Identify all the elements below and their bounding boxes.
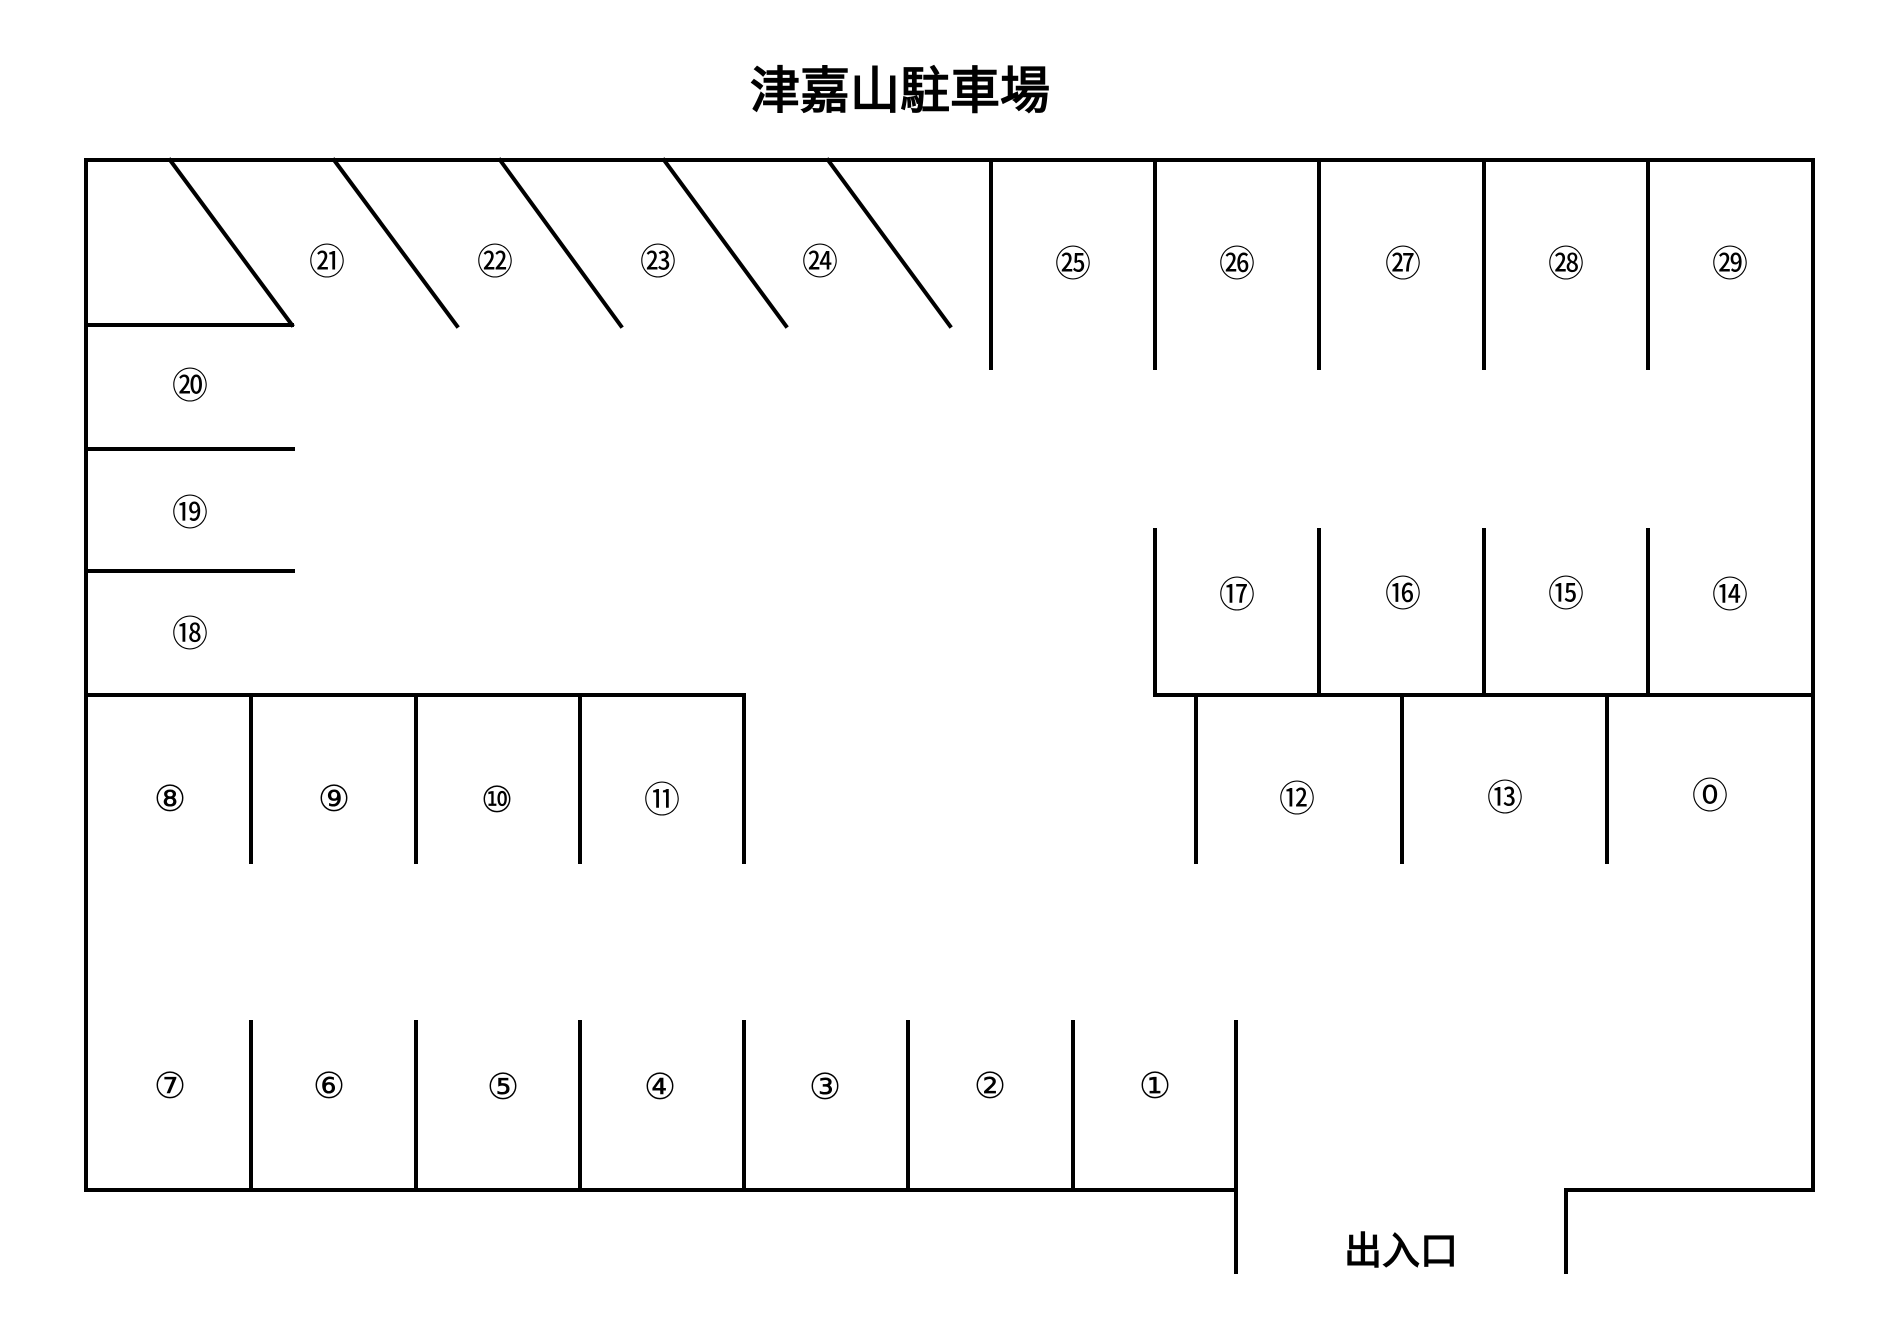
spot-15-label: ⑮ bbox=[1548, 574, 1584, 615]
stall-divider-diagonal-2 bbox=[331, 157, 460, 329]
spot-21-label: ㉑ bbox=[309, 242, 345, 283]
spot-19-label: ⑲ bbox=[172, 493, 208, 534]
stall-divider-diagonal-4 bbox=[661, 157, 789, 329]
spot-8-label: ⑧ bbox=[154, 779, 186, 820]
spot-23-label: ㉓ bbox=[640, 242, 676, 283]
spot-10-label: ⑩ bbox=[481, 780, 513, 821]
spot-16-label: ⑯ bbox=[1385, 574, 1421, 615]
spot-6-label: ⑥ bbox=[313, 1066, 345, 1107]
stall-divider-diagonal-1 bbox=[167, 157, 295, 328]
spot-4-label: ④ bbox=[644, 1067, 676, 1108]
spot-11-label: ⑪ bbox=[644, 780, 680, 821]
spot-13-label: ⑬ bbox=[1487, 778, 1523, 819]
spot-7-label: ⑦ bbox=[154, 1066, 186, 1107]
spot-28-label: ㉘ bbox=[1548, 244, 1584, 285]
stall-divider-diagonal-5 bbox=[825, 157, 953, 329]
spot-12-label: ⑫ bbox=[1279, 779, 1315, 820]
spot-5-label: ⑤ bbox=[487, 1067, 519, 1108]
spot-17-label: ⑰ bbox=[1219, 575, 1255, 616]
spot-9-label: ⑨ bbox=[318, 779, 350, 820]
spot-22-label: ㉒ bbox=[477, 242, 513, 283]
spot-2-label: ② bbox=[974, 1066, 1006, 1107]
spot-27-label: ㉗ bbox=[1385, 244, 1421, 285]
page-title: 津嘉山駐車場 bbox=[750, 62, 1050, 120]
spot-29-label: ㉙ bbox=[1712, 244, 1748, 285]
stall-divider-diagonal-3 bbox=[497, 157, 624, 329]
spot-26-label: ㉖ bbox=[1219, 244, 1255, 285]
lot-outline bbox=[84, 157, 1815, 1274]
spot-labels: ㉑ ㉒ ㉓ ㉔ ㉕ ㉖ ㉗ ㉘ ㉙ ⑳ ⑲ ⑱ ⑰ ⑯ ⑮ ⑭ ⑧ ⑨ ⑩ ⑪ … bbox=[154, 242, 1748, 1108]
spot-18-label: ⑱ bbox=[172, 614, 208, 655]
spot-3-label: ③ bbox=[809, 1067, 841, 1108]
entrance-label: 出入口 bbox=[1344, 1229, 1458, 1273]
spot-0-label: ⓪ bbox=[1692, 776, 1728, 817]
spot-1-label: ① bbox=[1139, 1066, 1171, 1107]
spot-25-label: ㉕ bbox=[1055, 244, 1091, 285]
spot-24-label: ㉔ bbox=[802, 242, 838, 283]
spot-14-label: ⑭ bbox=[1712, 575, 1748, 616]
spot-20-label: ⑳ bbox=[172, 366, 208, 407]
